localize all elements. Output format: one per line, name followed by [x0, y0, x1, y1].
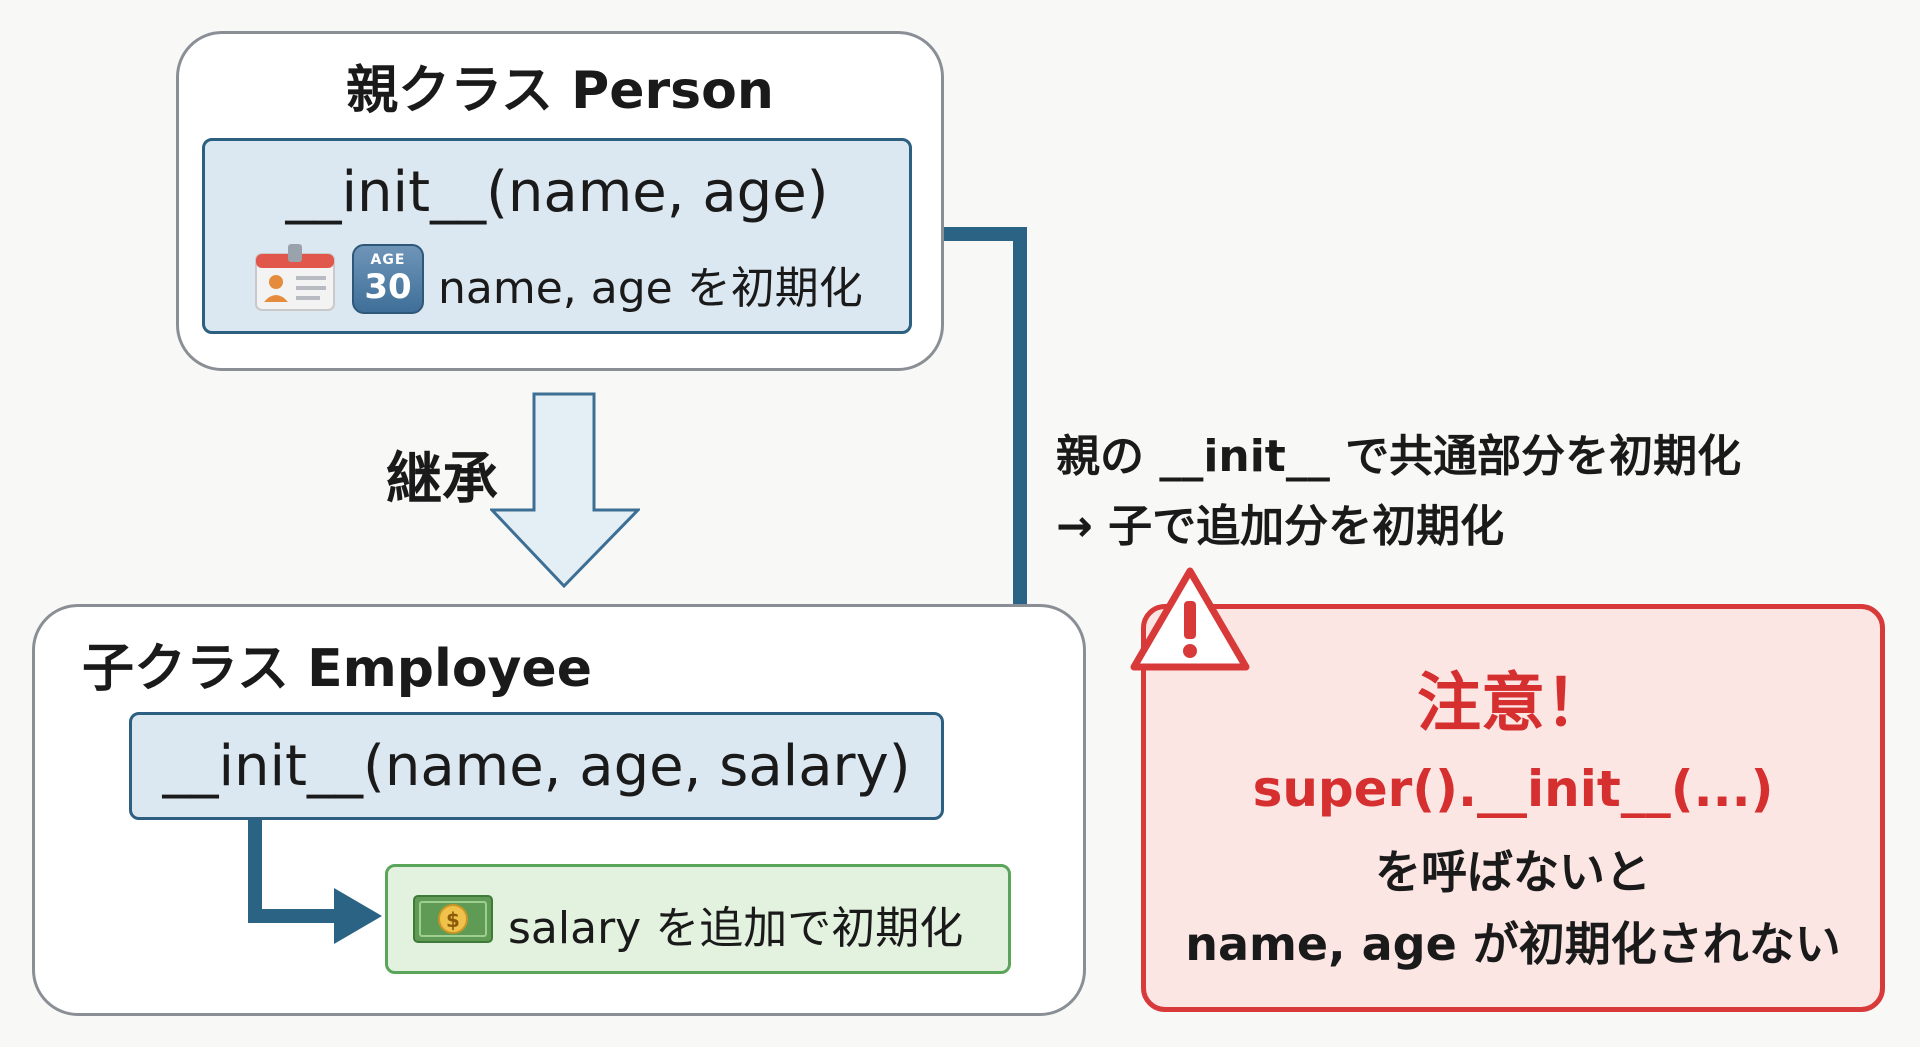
- warning-text-line-2: を呼ばないと: [1375, 845, 1651, 899]
- warning-code: super().__init__(...): [1252, 760, 1774, 818]
- warning-panel: [1141, 604, 1885, 1012]
- svg-text:$: $: [446, 908, 460, 932]
- parent-init-description: name, age を初期化: [438, 263, 863, 314]
- id-card-icon: [255, 244, 335, 311]
- age-icon-number: 30: [364, 267, 412, 307]
- parent-init-signature: __init__(name, age): [285, 160, 829, 225]
- inheritance-label: 継承: [386, 447, 498, 512]
- salary-init-description: salary を追加で初期化: [508, 903, 964, 954]
- explanation-line-1: 親の __init__ で共通部分を初期化: [1056, 431, 1742, 482]
- age-icon-label: AGE: [370, 252, 406, 268]
- child-init-box: [129, 712, 944, 820]
- parent-class-title: 親クラス Person: [346, 61, 774, 121]
- child-init-signature: __init__(name, age, salary): [162, 734, 911, 799]
- age-30-icon: AGE 30: [352, 244, 424, 314]
- money-icon: $: [413, 895, 493, 943]
- warning-title: 注意！: [1417, 667, 1609, 741]
- inheritance-arrow-icon: [490, 392, 640, 588]
- explanation-line-2: → 子で追加分を初期化: [1056, 501, 1505, 552]
- child-class-title: 子クラス Employee: [82, 639, 592, 699]
- warning-triangle-icon: [1130, 567, 1250, 671]
- warning-text-line-3: name, age が初期化されない: [1185, 917, 1841, 971]
